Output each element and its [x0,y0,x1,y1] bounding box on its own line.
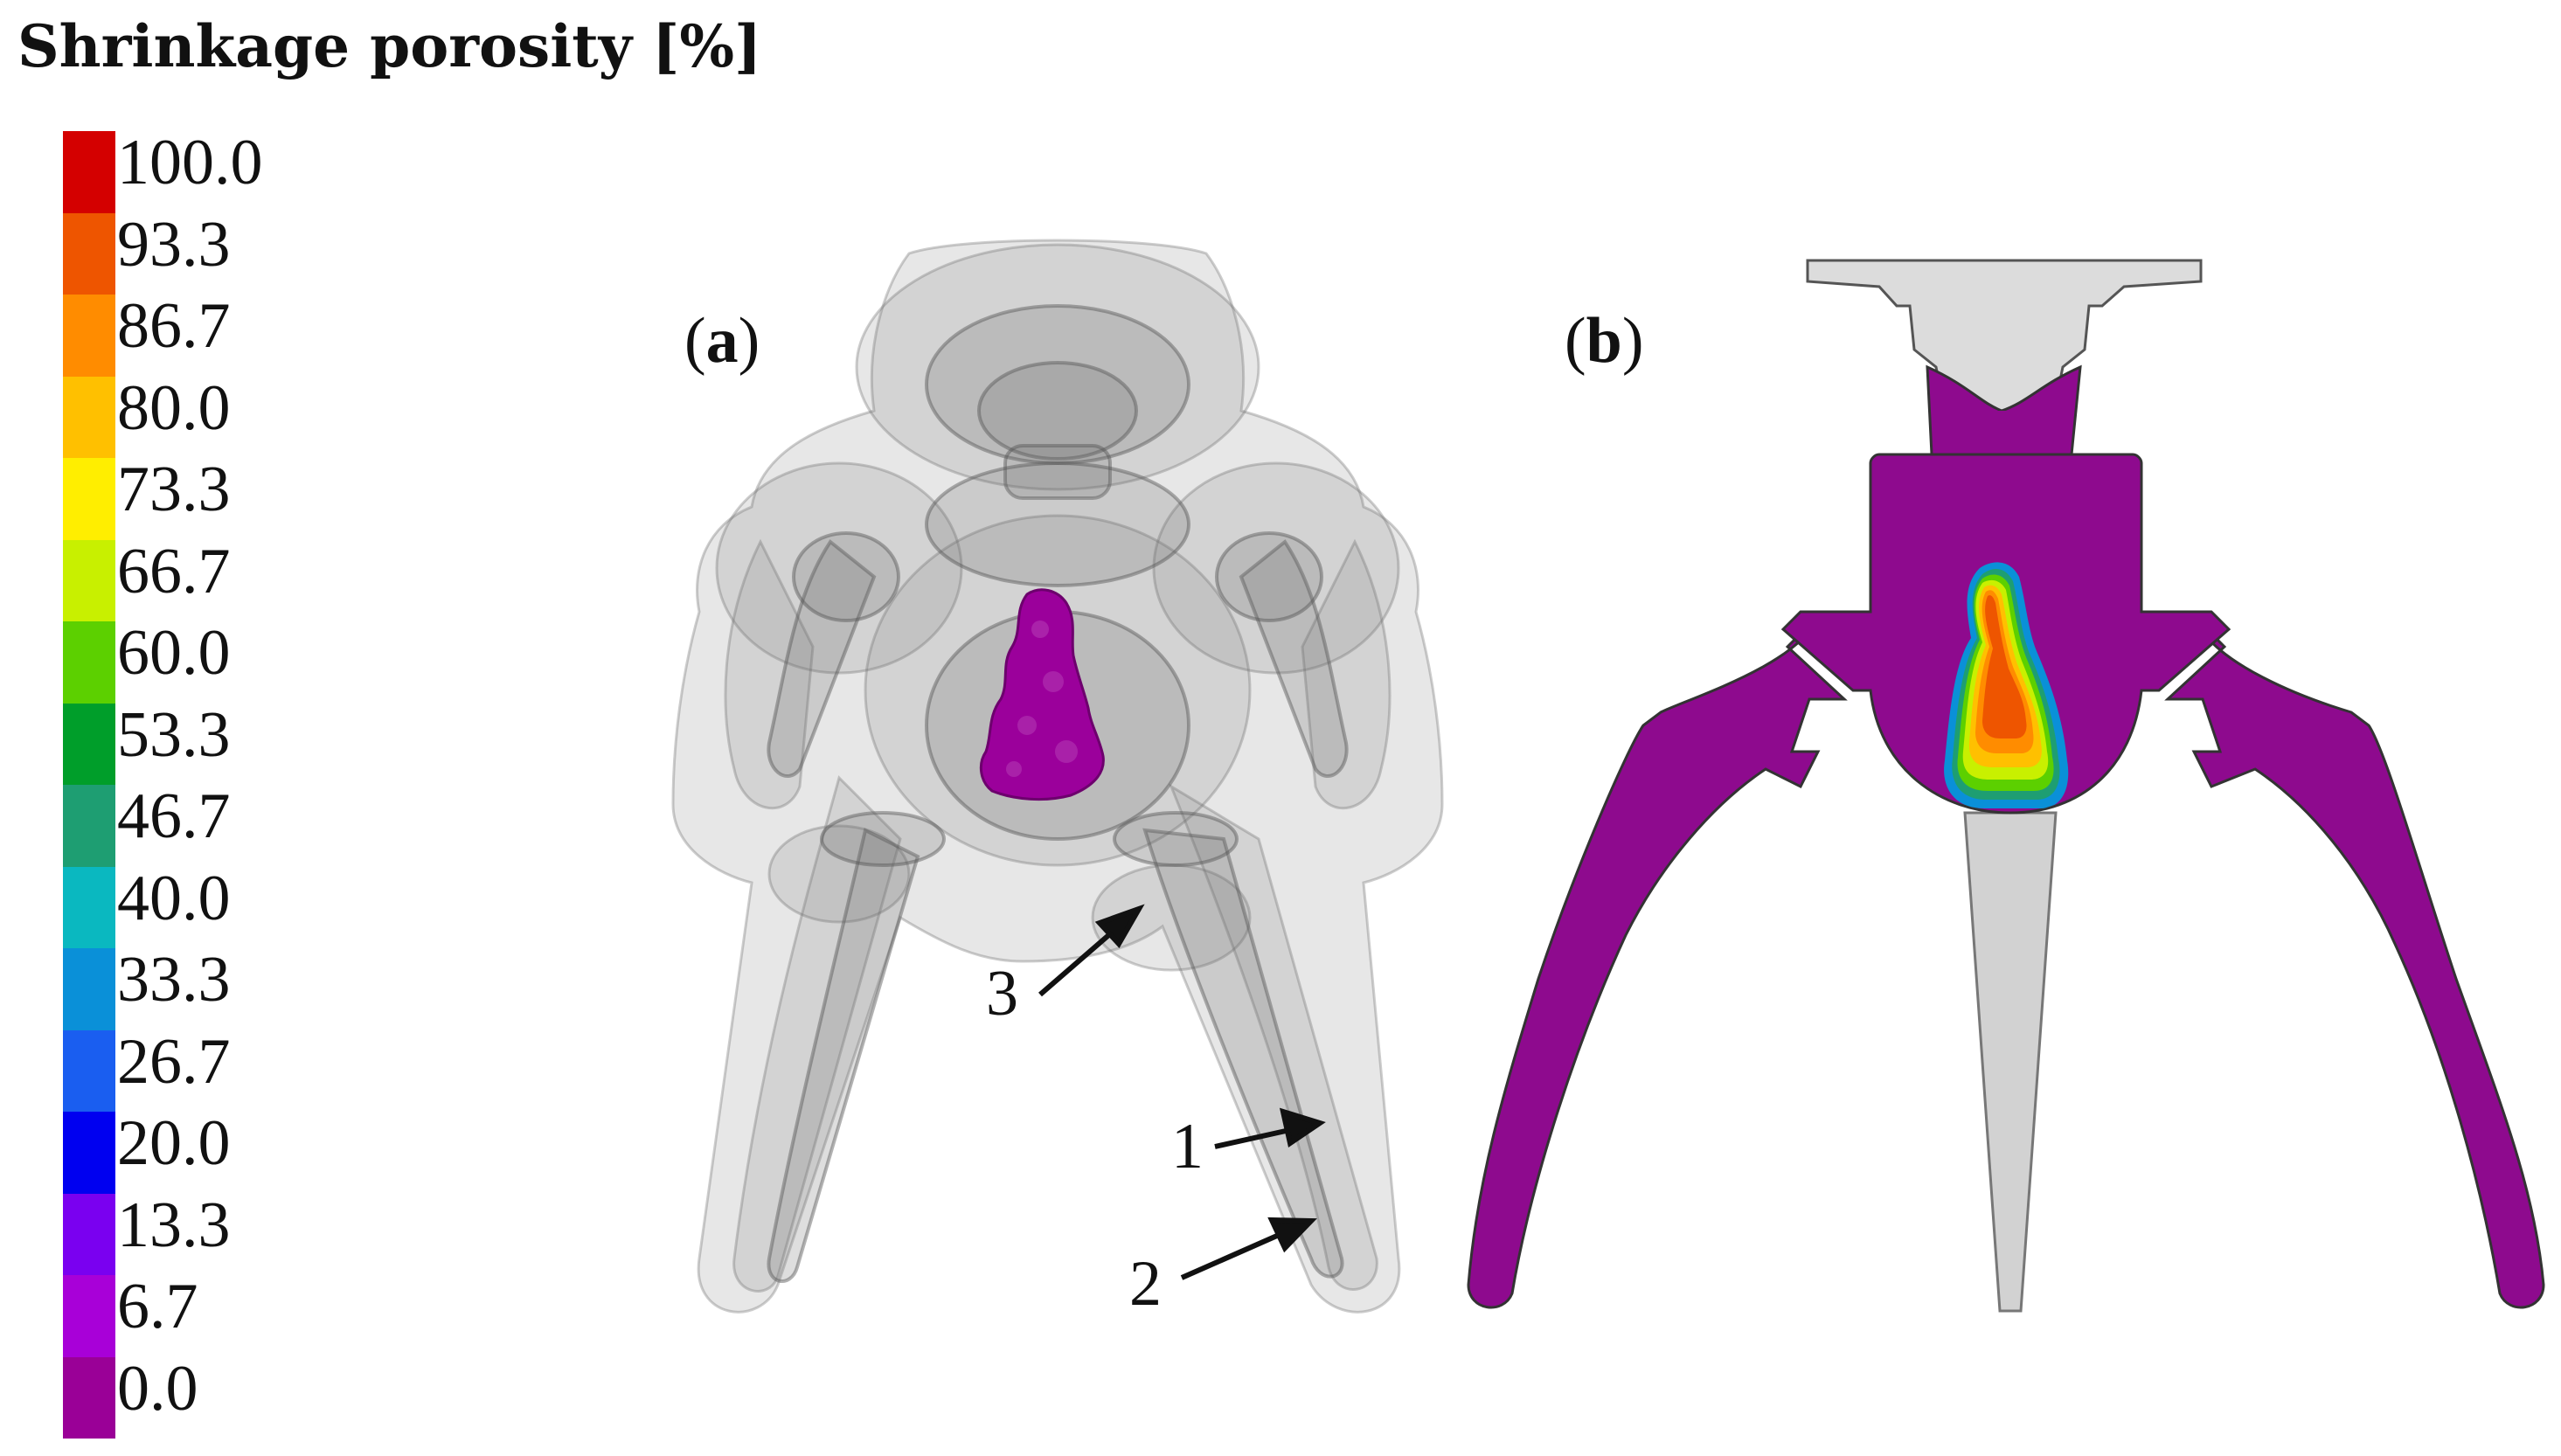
callout-3-label: 3 [986,958,1018,1030]
colorbar-tick-label: 53.3 [117,698,231,771]
colorbar-tick-label: 40.0 [117,862,231,934]
right-arm [2164,614,2545,1309]
colorbar-swatch [63,458,115,540]
colorbar-swatch [63,1356,115,1439]
porosity-contours [1944,562,2069,808]
colorbar-swatch [63,785,115,867]
colorbar-tick-label: 93.3 [117,208,231,281]
colorbar-swatch [63,1275,115,1357]
colorbar-swatch [63,703,115,785]
colorbar-tick-label: 86.7 [117,290,231,362]
legend-title: Shrinkage porosity [%] [17,12,762,80]
left-arm [1467,614,1848,1309]
colorbar-tick-label: 33.3 [117,944,231,1016]
colorbar-tick-label: 26.7 [117,1025,231,1098]
colorbar-swatch [63,131,115,213]
callout-arrows [1038,904,1326,1280]
colorbar-tick-label: 6.7 [117,1271,198,1342]
casting-cross-section [1467,259,2545,1313]
colorbar-tick-label: 100.0 [117,127,263,198]
colorbar-swatch [63,1193,115,1275]
colorbar-swatch [63,866,115,948]
casting-3d-transparent [671,239,1444,1314]
colorbar-swatch [63,295,115,377]
panel-a-label: (a) [684,305,760,377]
colorbar-swatch [63,1112,115,1194]
panel-b-label: (b) [1565,305,1644,377]
colorbar-swatch [63,376,115,458]
callout-1-label: 1 [1171,1111,1204,1182]
colorbar-tick-label: 13.3 [117,1189,231,1261]
sprue-cone [1963,811,2058,1313]
colorbar-tick-label: 80.0 [117,371,231,444]
colorbar-tick-label: 0.0 [117,1352,198,1425]
colorbar-tick-label: 20.0 [117,1107,231,1179]
colorbar-tick-label: 66.7 [117,535,231,607]
colorbar-tick-label: 73.3 [117,454,231,525]
colorbar-swatch [63,621,115,704]
callout-2-label: 2 [1129,1248,1162,1320]
colorbar-swatch [63,212,115,295]
colorbar [63,131,115,1439]
colorbar-swatch [63,539,115,621]
colorbar-swatch [63,1030,115,1112]
colorbar-swatch [63,948,115,1030]
colorbar-tick-label: 60.0 [117,617,231,689]
colorbar-tick-label: 46.7 [117,780,231,852]
